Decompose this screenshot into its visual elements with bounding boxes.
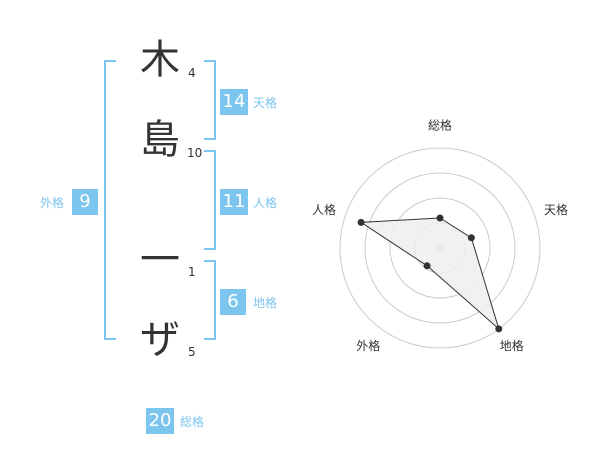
radar-axis-label: 人格 bbox=[312, 202, 336, 217]
chikaku-label: 地格 bbox=[253, 296, 278, 310]
radar-point-2 bbox=[467, 234, 475, 242]
radar-shape bbox=[357, 214, 503, 333]
stroke-count-2: 10 bbox=[187, 146, 203, 160]
tenkaku-label: 天格 bbox=[253, 96, 278, 110]
gaikaku-label: 外格 bbox=[40, 196, 65, 210]
radar-axis-label: 天格 bbox=[544, 202, 568, 217]
gaikaku-bracket bbox=[104, 60, 116, 340]
soukaku-badge: 20 bbox=[146, 408, 174, 434]
stroke-count-4: 5 bbox=[188, 345, 196, 359]
radar-axis-label: 地格 bbox=[500, 338, 524, 353]
tenkaku-badge: 14 bbox=[220, 89, 248, 115]
stroke-count-3: 1 bbox=[188, 265, 196, 279]
tenkaku-bracket bbox=[204, 60, 216, 140]
jinkaku-label: 人格 bbox=[253, 196, 278, 210]
jinkaku-bracket bbox=[204, 150, 216, 250]
radar-ring bbox=[339, 147, 541, 349]
radar-polygon bbox=[359, 217, 500, 331]
radar-ring bbox=[389, 197, 491, 299]
soukaku-label: 総格 bbox=[180, 415, 205, 429]
gaikaku-badge: 9 bbox=[72, 189, 98, 215]
radar-point-1 bbox=[436, 214, 444, 222]
name-char-2: 島 bbox=[140, 117, 180, 163]
stroke-count-1: 4 bbox=[188, 66, 196, 80]
name-char-3: 一 bbox=[140, 237, 180, 283]
radar-axis-label: 外格 bbox=[356, 338, 380, 353]
name-char-4: ザ bbox=[140, 317, 180, 363]
radar-point-4 bbox=[423, 262, 431, 270]
radar-point-5 bbox=[357, 218, 365, 226]
radar-point-3 bbox=[495, 325, 503, 333]
name-char-1: 木 bbox=[140, 37, 180, 83]
radar-ring bbox=[364, 172, 516, 324]
chikaku-badge: 6 bbox=[220, 289, 246, 315]
chikaku-bracket bbox=[204, 260, 216, 340]
jinkaku-badge: 11 bbox=[220, 189, 248, 215]
radar-axis-label: 総格 bbox=[428, 118, 452, 133]
